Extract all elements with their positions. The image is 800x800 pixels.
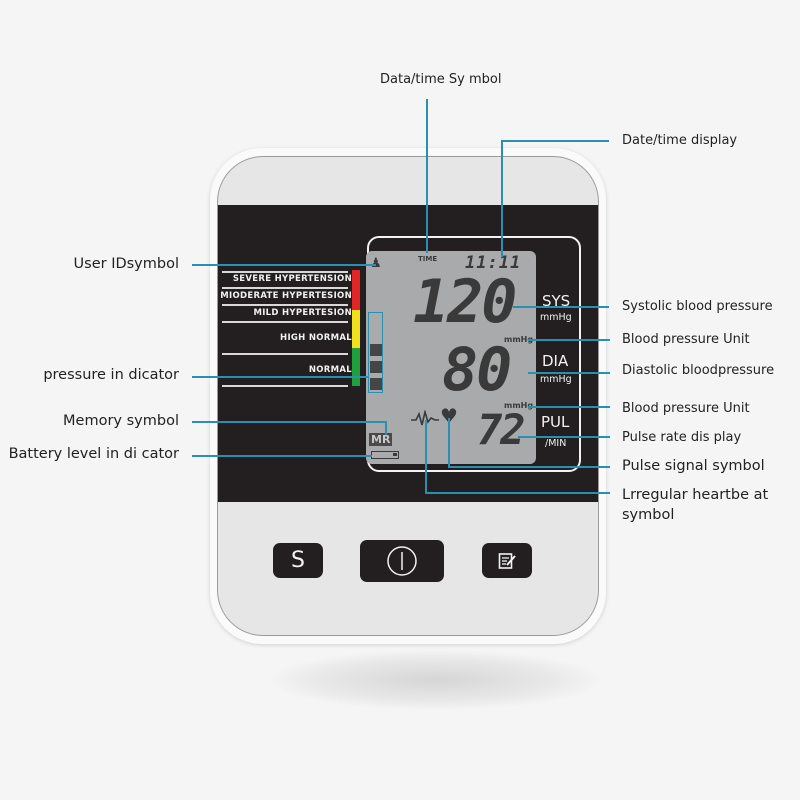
pressure-level-block [370,378,382,390]
callout-irregular-1: Lrregular heartbe at [622,487,769,503]
leader-systolic [513,306,609,308]
dia-label: DIA [542,352,569,370]
class-severe-label: SEVERE HYPERTENSION [232,274,352,284]
diastolic-value: 80 [442,335,512,405]
leader-datetime-display [501,140,503,257]
sys-unit: mmHg [540,312,572,323]
callout-systolic: Systolic blood pressure [622,299,773,314]
leader-battery [192,455,372,457]
pul-label: PUL [541,413,570,431]
callout-battery: Battery level in di cator [8,446,179,462]
time-display: 11:11 [465,253,522,273]
class-normal-label: NORMAL [308,365,352,375]
severity-bar-yellow [352,310,360,348]
dia-unit: mmHg [540,374,572,385]
systolic-unit: mmHg [504,335,534,344]
power-button[interactable] [360,540,444,582]
divider [222,353,348,355]
leader-user-id [192,264,376,266]
callout-pulse-rate: Pulse rate dis play [622,430,742,445]
divider [222,385,348,387]
memo-edit-icon [498,552,516,569]
power-icon [387,546,417,576]
memory-button[interactable] [482,543,532,578]
class-high-normal-label: HIGH NORMAL [280,333,352,343]
battery-icon [371,451,399,459]
leader-datetime-display-h [501,140,609,142]
severity-bar-green [352,348,360,386]
leader-irregular-v [425,420,427,493]
divider [222,304,348,306]
leader-heart-v [448,418,450,467]
device-shadow [270,650,600,710]
callout-unit1: Blood pressure Unit [622,332,750,347]
pressure-level-block [370,361,382,373]
leader-memory-v [385,421,387,435]
leader-unit1 [528,339,610,341]
leader-pulse [518,436,610,438]
callout-user-id: User IDsymbol [73,256,179,272]
callout-irregular-2: symbol [622,507,675,523]
callout-unit2: Blood pressure Unit [622,401,750,416]
divider [222,287,348,289]
callout-pulse-signal: Pulse signal symbol [622,458,765,474]
lcd-screen [366,251,536,464]
pressure-indicator-frame [368,312,383,393]
pulse-value: 72 [477,405,526,454]
diastolic-unit: mmHg [504,401,534,410]
systolic-value: 120 [413,267,517,337]
divider [222,321,348,323]
callout-memory: Memory symbol [63,413,179,429]
leader-memory [192,421,385,423]
memory-icon: MR [369,433,393,446]
divider [222,271,348,273]
severity-bar-red [352,270,360,310]
sys-label: SYS [542,292,571,310]
leader-pressure [192,376,368,378]
leader-unit2 [528,406,610,408]
leader-datetime-symbol [426,99,428,253]
class-mild-label: MILD HYPERTESION [253,308,352,318]
set-button-label: S [291,548,305,573]
class-moderate-label: MIODERATE HYPERTESION [220,291,352,301]
leader-heart-h [448,466,610,468]
callout-pressure-indicator: pressure in dicator [43,367,179,383]
leader-diastolic [528,372,610,374]
time-label: TIME [418,255,438,263]
callout-diastolic: Diastolic bloodpressure [622,363,775,378]
user-id-icon: ♟ [370,256,382,271]
callout-datetime-display: Date/time display [622,133,738,148]
leader-irregular-h [425,492,610,494]
pressure-level-block [370,344,382,356]
pul-unit: /MIN [545,438,567,449]
callout-datetime-symbol: Data/time Sy mbol [380,72,502,87]
set-button[interactable]: S [273,543,323,578]
pulse-heart-icon: ♥ [440,404,458,428]
irregular-heartbeat-icon [411,410,439,426]
